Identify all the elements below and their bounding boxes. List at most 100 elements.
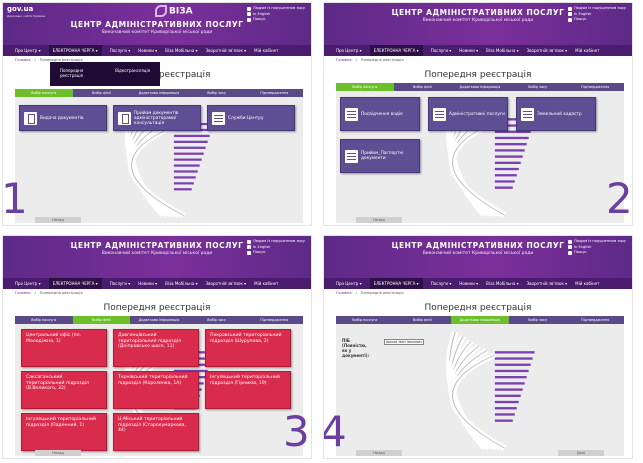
wizard-tab[interactable]: Підтвердження xyxy=(581,85,610,89)
tile-admin-services[interactable]: Адміністративні послуги xyxy=(428,97,508,131)
nav-item[interactable]: Зворотній зв'язок ▾ xyxy=(526,281,568,286)
back-button[interactable]: Назад xyxy=(356,450,402,456)
nav-item[interactable]: Про Центр ▾ xyxy=(15,281,41,286)
nav-item[interactable]: Новини ▾ xyxy=(138,48,158,53)
tile-center-services[interactable]: Служби Центру xyxy=(207,105,295,131)
breadcrumb-home[interactable]: Головна xyxy=(336,58,352,62)
back-button[interactable]: Назад xyxy=(35,450,81,456)
breadcrumb-home[interactable]: Головна xyxy=(336,291,352,295)
nav-item[interactable]: Віза Мобільна ▾ xyxy=(486,281,519,286)
wizard-tab[interactable]: Вибір часу xyxy=(207,318,226,322)
wizard-tab[interactable]: Вибір філії xyxy=(413,85,432,89)
branch-tile[interactable]: Тернівський територіальний підрозділ (Ко… xyxy=(113,371,199,409)
nav-item[interactable]: Зворотній зв'язок ▾ xyxy=(205,281,247,286)
tile-land-cadastre[interactable]: Земельний кадастр xyxy=(516,97,596,131)
util-item[interactable]: Людям із порушенням зору xyxy=(247,239,307,245)
nav-item[interactable]: Мій кабінет xyxy=(254,48,279,53)
branch-tile[interactable]: Інгулецький територіальний підрозділ (Гі… xyxy=(205,371,291,409)
nav-item[interactable]: Новини ▾ xyxy=(459,281,479,286)
branch-tile[interactable]: Довгинцівський територіальний підрозділ … xyxy=(113,329,199,367)
nav-item[interactable]: Мій кабінет xyxy=(254,281,279,286)
back-button[interactable]: Назад xyxy=(356,217,402,223)
tile-label: Земельний кадастр xyxy=(537,111,582,117)
branch-tile[interactable]: Інгулецький територіальний підрозділ (Па… xyxy=(21,413,107,451)
tile-passport-documents[interactable]: Прийом_Паспортні документи xyxy=(340,139,420,173)
util-item[interactable]: Пошук xyxy=(568,17,628,23)
util-item[interactable]: Людям із порушенням зору xyxy=(247,6,307,12)
util-item[interactable]: In English xyxy=(568,245,628,251)
nav-item[interactable]: Послуги ▾ xyxy=(109,48,131,53)
util-item[interactable]: Людям із порушенням зору xyxy=(568,6,628,12)
full-name-label: ПІБ (Повністю, як у документі): xyxy=(342,338,370,358)
nav-item[interactable]: Віза Мобільна ▾ xyxy=(486,48,519,53)
dropdown-item[interactable]: Попередня реєстрація xyxy=(60,68,84,78)
eye-icon xyxy=(247,6,251,11)
next-button[interactable]: Далі xyxy=(558,450,604,456)
wizard-tab[interactable]: Вибір послуги xyxy=(15,89,73,97)
breadcrumb-home[interactable]: Головна xyxy=(15,291,31,295)
util-item[interactable]: Пошук xyxy=(247,17,307,23)
nav-item[interactable]: Зворотній зв'язок ▾ xyxy=(526,48,568,53)
util-item[interactable]: In English xyxy=(247,245,307,251)
nav-item[interactable]: ЕЛЕКТРОННА ЧЕРГА ▾ xyxy=(369,45,423,56)
wizard-tab[interactable]: Вибір часу xyxy=(528,318,547,322)
util-item[interactable]: Пошук xyxy=(247,250,307,256)
wizard-tab[interactable]: Підтвердження xyxy=(581,318,610,322)
util-item[interactable]: In English xyxy=(568,12,628,18)
wizard-tab[interactable]: Додаткова інформація xyxy=(459,85,501,89)
wizard-tab[interactable]: Вибір часу xyxy=(528,85,547,89)
site-title: ЦЕНТР АДМІНІСТРАТИВНИХ ПОСЛУГ xyxy=(70,20,244,29)
wizard-tab[interactable]: Вибір філії xyxy=(72,316,131,324)
wizard-tab[interactable]: Вибір послуги xyxy=(352,318,378,322)
wizard-tab[interactable]: Підтвердження xyxy=(260,91,289,95)
util-item[interactable]: Людям із порушенням зору xyxy=(568,239,628,245)
list-icon xyxy=(345,149,358,163)
wizard-tab[interactable]: Додаткова інформація xyxy=(451,316,509,324)
util-item[interactable]: Пошук xyxy=(568,250,628,256)
nav-item[interactable]: Послуги ▾ xyxy=(430,281,452,286)
tile-admin-consultation[interactable]: Прийом документів адміністраторами/консу… xyxy=(113,105,201,131)
branch-tile[interactable]: Ц-Міський територіальний підрозділ (Стар… xyxy=(113,413,199,451)
back-button[interactable]: Назад xyxy=(35,217,81,223)
full-name-input[interactable]: Іванов Іван Іванович xyxy=(384,339,424,345)
wizard-tab[interactable]: Вибір часу xyxy=(207,91,226,95)
branch-tile[interactable]: Центральний офіс (пл. Молодіжна, 1) xyxy=(21,329,107,367)
breadcrumb: Головна/Попередня реєстрація xyxy=(3,56,311,64)
wizard-tab[interactable]: Вибір послуги xyxy=(336,83,394,91)
page-title: Попередня реєстрація xyxy=(424,303,532,313)
nav-item[interactable]: Новини ▾ xyxy=(459,48,479,53)
nav-item[interactable]: Віза Мобільна ▾ xyxy=(165,281,198,286)
tile-driver-license[interactable]: Посвідчення водія xyxy=(340,97,420,131)
nav-item[interactable]: ЕЛЕКТРОННА ЧЕРГА ▾ xyxy=(48,45,102,56)
nav-item[interactable]: ЕЛЕКТРОННА ЧЕРГА ▾ xyxy=(48,278,102,289)
nav-item[interactable]: Зворотній зв'язок ▾ xyxy=(205,48,247,53)
branch-tile[interactable]: Покровський територіальний підрозділ (Шу… xyxy=(205,329,291,367)
nav-item[interactable]: Про Центр ▾ xyxy=(336,281,362,286)
wizard-tab[interactable]: Вибір філії xyxy=(413,318,432,322)
wizard-tab[interactable]: Вибір послуги xyxy=(31,318,57,322)
nav-item[interactable]: Про Центр ▾ xyxy=(336,48,362,53)
dropdown-item[interactable]: Відеотрансляція xyxy=(115,68,150,73)
nav-item[interactable]: Мій кабінет xyxy=(575,48,600,53)
breadcrumb-home[interactable]: Головна xyxy=(15,58,31,62)
wizard-tab[interactable]: Додаткова інформація xyxy=(138,318,180,322)
nav-item[interactable]: Віза Мобільна ▾ xyxy=(165,48,198,53)
branch-tile[interactable]: Саксаганський територіальний підрозділ (… xyxy=(21,371,107,409)
wizard-tab[interactable]: Підтвердження xyxy=(260,318,289,322)
nav-item[interactable]: Мій кабінет xyxy=(575,281,600,286)
wizard-tab[interactable]: Додаткова інформація xyxy=(138,91,180,95)
registration-stage: Вибір послуги Вибір філії Додаткова інформ… xyxy=(15,89,303,223)
util-label: Людям із порушенням зору xyxy=(574,239,626,243)
util-item[interactable]: In English xyxy=(247,12,307,18)
nav-item[interactable]: Новини ▾ xyxy=(138,281,158,286)
nav-item[interactable]: ЕЛЕКТРОННА ЧЕРГА ▾ xyxy=(369,278,423,289)
tile-issue-documents[interactable]: Видача документів xyxy=(19,105,107,131)
list-icon xyxy=(433,107,446,121)
nav-item[interactable]: Послуги ▾ xyxy=(109,281,131,286)
nav-item[interactable]: Послуги ▾ xyxy=(430,48,452,53)
wizard-tab[interactable]: Вибір філії xyxy=(92,91,111,95)
nav-item[interactable]: Про Центр ▾ xyxy=(15,48,41,53)
